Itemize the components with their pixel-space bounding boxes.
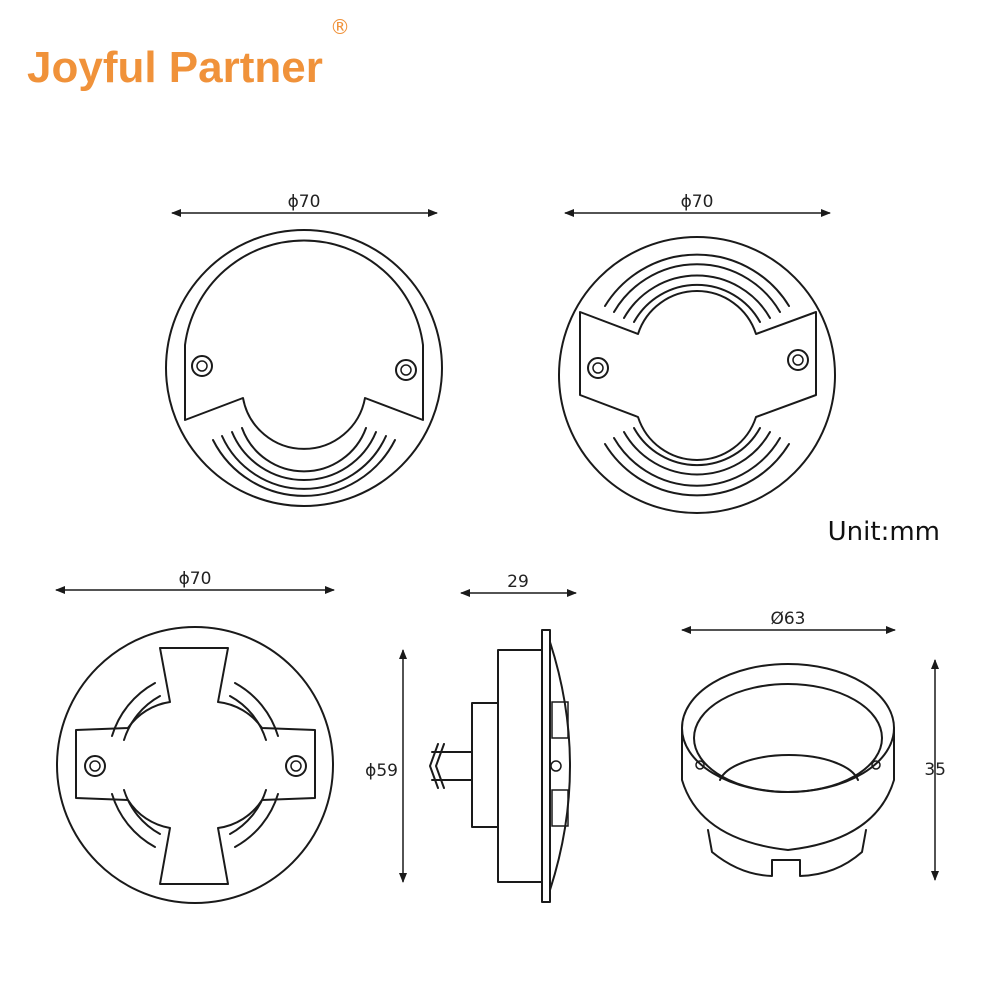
screw-hole (871, 760, 881, 770)
louvre-slot (229, 682, 279, 741)
louvre-slot (604, 437, 790, 497)
diameter-label: ϕ70 (288, 192, 321, 212)
screw-hole (550, 760, 562, 772)
louvre-tab (551, 701, 569, 739)
body (497, 649, 543, 883)
view-side: 29 ϕ59 (365, 572, 577, 903)
registered-mark: ® (330, 15, 350, 39)
screw-hole (587, 357, 609, 379)
brand-logo: Joyful Partner ® (27, 15, 350, 92)
diameter-label: Ø63 (770, 609, 805, 629)
louvre-slot (623, 427, 771, 476)
louvre-slot (604, 253, 790, 313)
brand-name: Joyful Partner (27, 43, 323, 92)
diameter-label: ϕ70 (681, 192, 714, 212)
louvre-slot (229, 789, 279, 848)
rear-housing (471, 702, 499, 828)
depth-label: 29 (507, 572, 529, 592)
view-bottom-left: ϕ70 (55, 569, 335, 904)
louvre-slot (231, 427, 377, 481)
sleeve-lower (707, 829, 867, 877)
outer-ring (558, 236, 836, 514)
diameter-label: ϕ70 (179, 569, 212, 589)
screw-hole (395, 359, 417, 381)
outer-ring (165, 229, 443, 507)
louvre-tab (551, 789, 569, 827)
screw-hole (285, 755, 307, 777)
sleeve-inner-step (719, 754, 859, 781)
louvre-slot (111, 682, 161, 741)
cross-plate (75, 647, 316, 885)
center-plate (579, 290, 817, 461)
screw-hole (695, 760, 705, 770)
outer-ring (56, 626, 334, 904)
screw-hole (191, 355, 213, 377)
cover-lens (549, 641, 571, 891)
view-top-right: ϕ70 (558, 192, 836, 514)
height-label: 35 (924, 760, 946, 780)
sleeve-body (681, 727, 895, 851)
screw-hole (787, 349, 809, 371)
view-sleeve: Ø63 35 (681, 609, 946, 881)
unit-label: Unit:mm (828, 517, 940, 547)
screw-hole (84, 755, 106, 777)
view-top-left: ϕ70 (165, 192, 443, 507)
inner-plate (184, 239, 424, 450)
sleeve-rim-inner (693, 683, 883, 793)
height-label: ϕ59 (365, 761, 398, 781)
flange (541, 629, 551, 903)
louvre-slot (623, 274, 771, 323)
cable (429, 743, 473, 789)
louvre-slot (212, 435, 396, 497)
louvre-slot (111, 789, 161, 848)
